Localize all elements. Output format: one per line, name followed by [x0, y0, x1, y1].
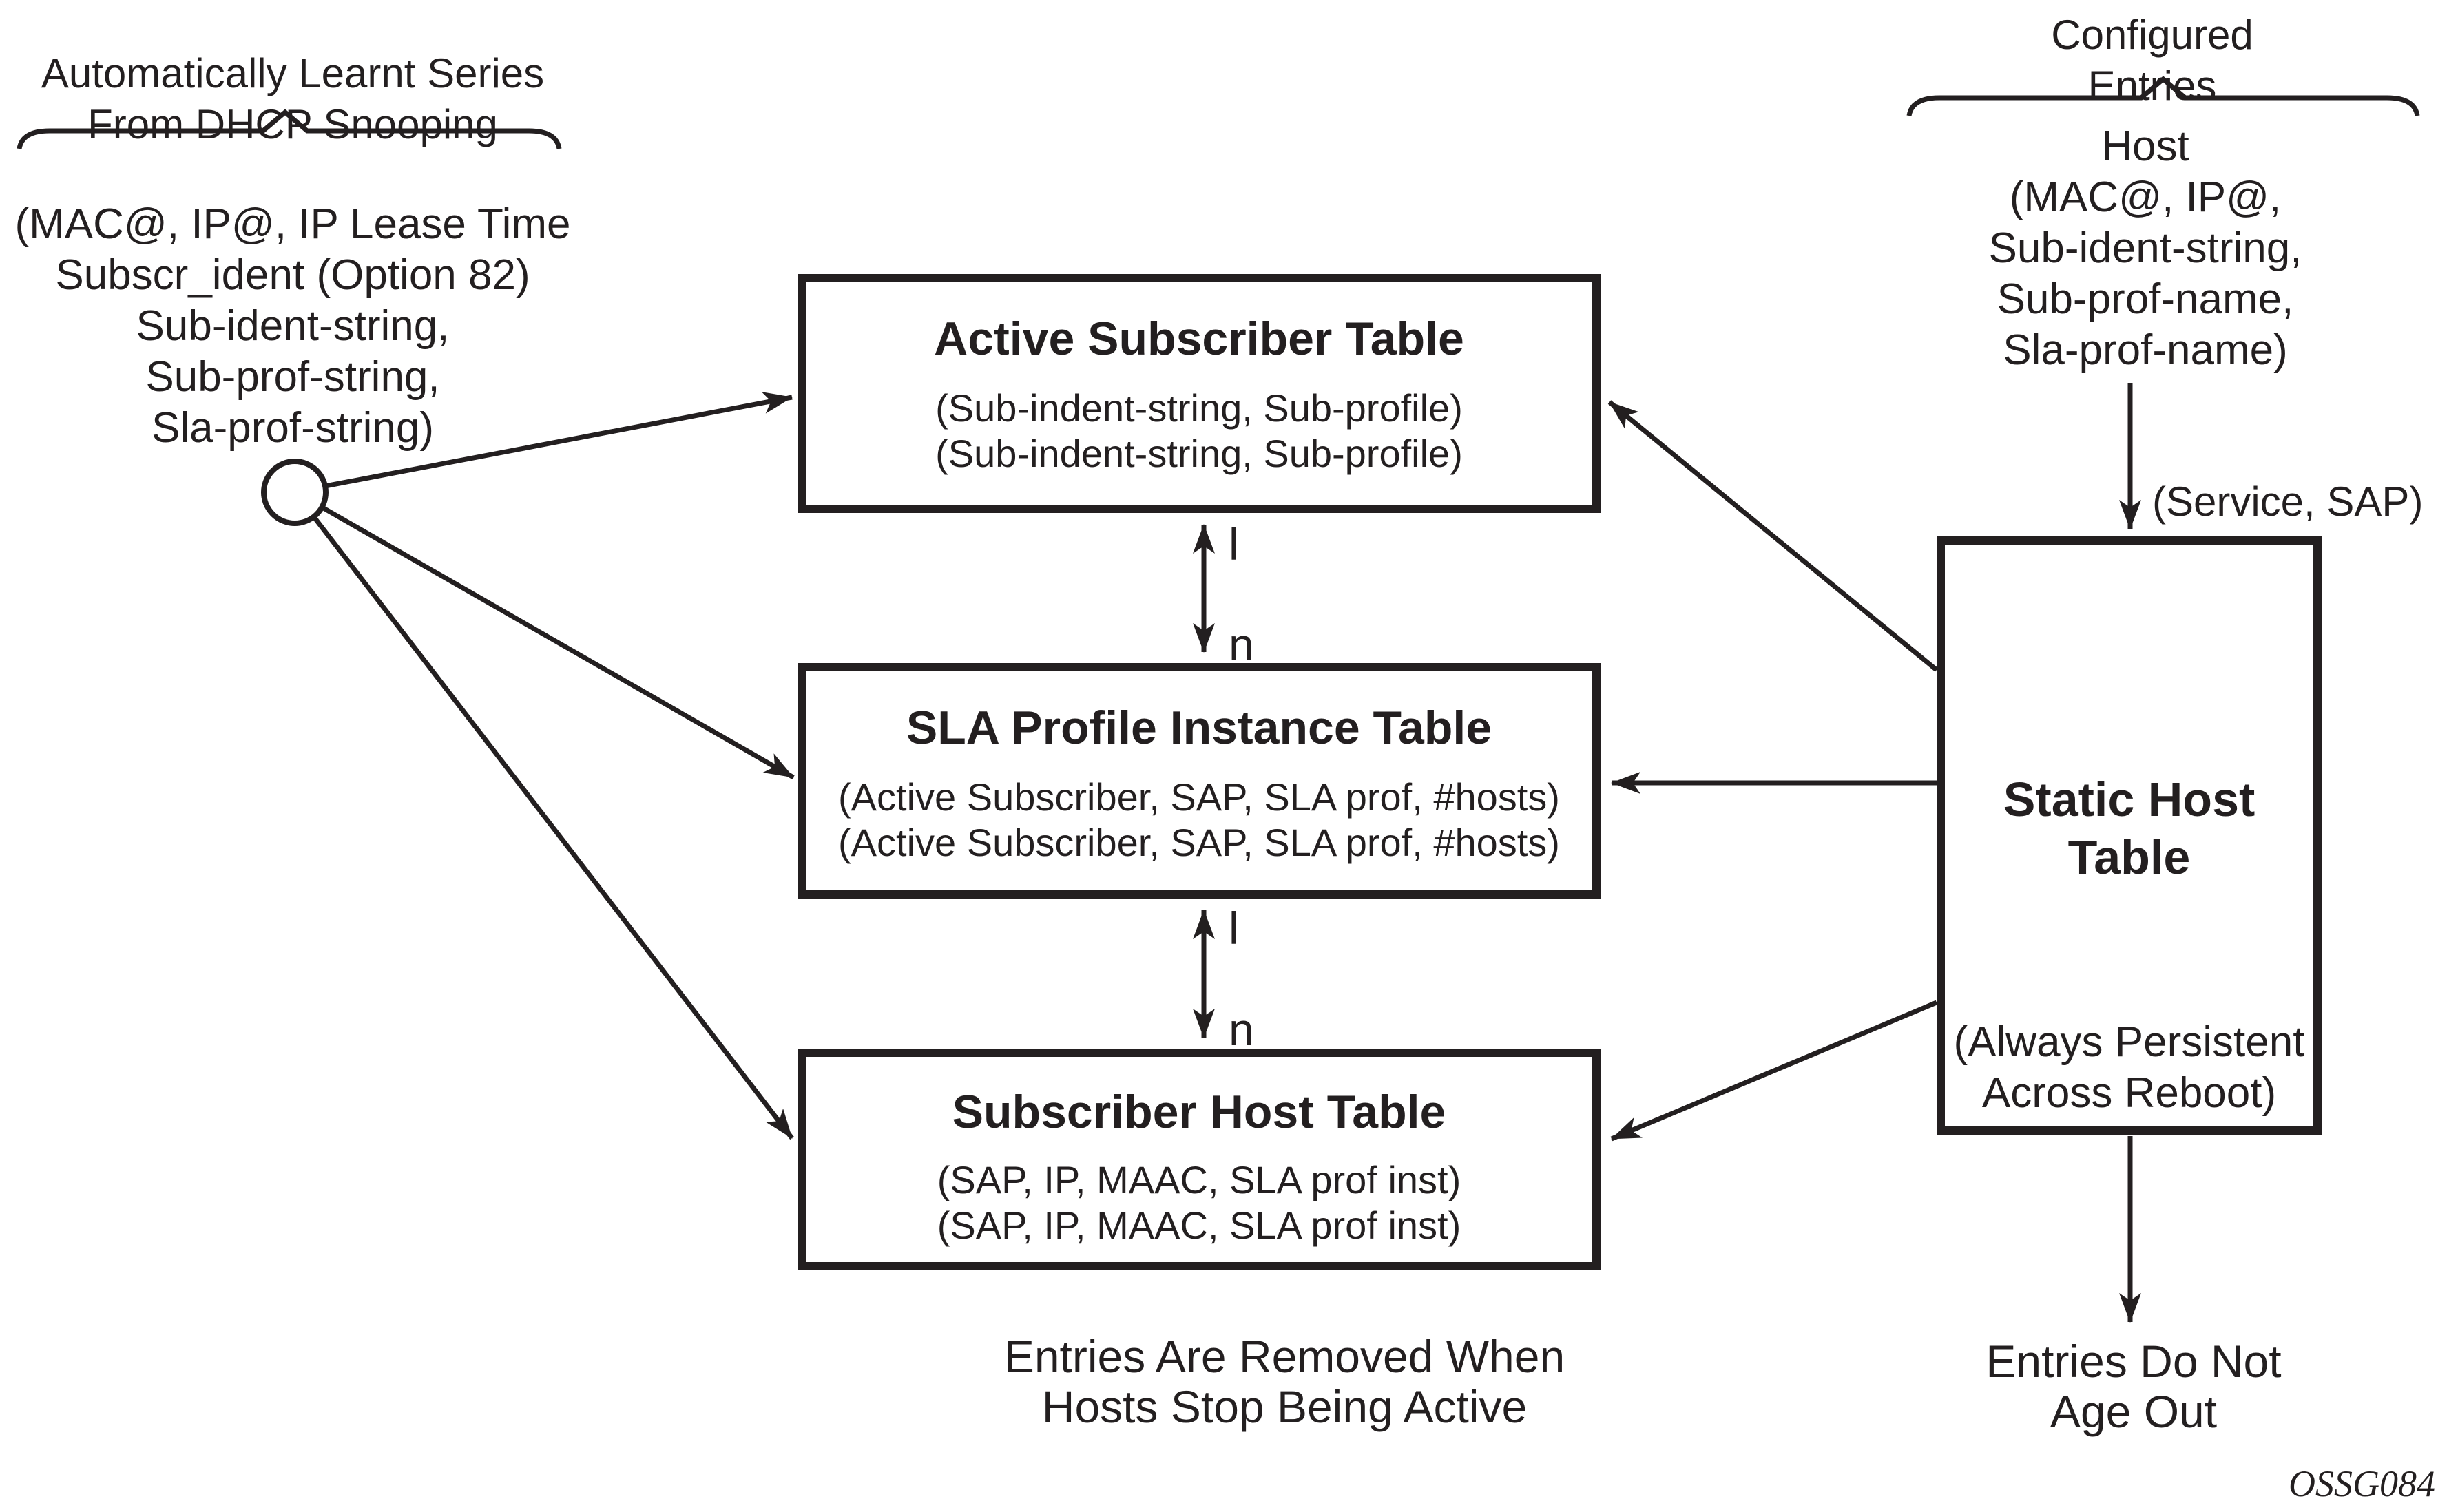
left-annotation-detail: (MAC@, IP@, IP Lease Time Subscr_ident (… — [7, 199, 579, 454]
static-table-caption: Entries Do Not Age Out — [1894, 1336, 2373, 1437]
static-table-caption-line2: Age Out — [2050, 1386, 2218, 1437]
subscriber-host-table-title: Subscriber Host Table — [952, 1086, 1446, 1138]
cardinality-one-label-bottom: l — [1229, 903, 1239, 954]
cardinality-many-label-bottom: n — [1229, 1004, 1254, 1055]
static-host-table-title-line1: Static Host — [2003, 773, 2255, 826]
static-host-table-note: (Always Persistent Across Reboot) — [1945, 1017, 2313, 1119]
dynamic-tables-caption-line2: Hosts Stop Being Active — [1041, 1381, 1528, 1432]
right-annotation-detail-line: Sub-ident-string, — [1988, 224, 2302, 272]
static-host-table-title: Static Host Table — [1945, 770, 2313, 886]
right-annotation-title-line2: Entries — [2087, 63, 2217, 109]
static-host-table-note-line1: (Always Persistent — [1953, 1018, 2305, 1066]
service-sap-label: (Service, SAP) — [2152, 479, 2424, 525]
sla-profile-instance-table-rows: (Active Subscriber, SAP, SLA prof, #host… — [806, 775, 1592, 865]
right-annotation-detail-line: Sub-prof-name, — [1997, 275, 2294, 323]
static-host-table-box: Static Host Table (Always Persistent Acr… — [1937, 536, 2322, 1135]
static-host-table-title-line2: Table — [2067, 830, 2191, 884]
static-table-caption-line1: Entries Do Not — [1986, 1336, 2282, 1387]
right-annotation-detail-line: (MAC@, IP@, — [2009, 174, 2282, 221]
left-annotation-detail-line: Sla-prof-string) — [152, 404, 434, 452]
active-subscriber-table-box: Active Subscriber Table (Sub-indent-stri… — [798, 274, 1601, 513]
cardinality-many-label-top: n — [1229, 619, 1254, 670]
table-row: (Sub-indent-string, Sub-profile) — [935, 386, 1463, 430]
arrow-static-to-active-subscriber — [1607, 400, 1939, 672]
left-annotation-title: Automatically Learnt Series From DHCP Sn… — [14, 48, 572, 150]
right-annotation-detail-line: Host — [2101, 123, 2189, 170]
active-subscriber-table-title: Active Subscriber Table — [934, 313, 1464, 365]
left-annotation-detail-line: (MAC@, IP@, IP Lease Time — [14, 200, 571, 248]
static-host-table-note-line2: Across Reboot) — [1981, 1069, 2277, 1117]
table-row: (SAP, IP, MAAC, SLA prof inst) — [937, 1158, 1461, 1201]
dynamic-tables-caption-line1: Entries Are Removed When — [1003, 1331, 1565, 1382]
dynamic-tables-caption: Entries Are Removed When Hosts Stop Bein… — [944, 1332, 1625, 1432]
table-row: (Active Subscriber, SAP, SLA prof, #host… — [838, 821, 1560, 864]
right-annotation-detail: Host (MAC@, IP@, Sub-ident-string, Sub-p… — [1901, 121, 2390, 376]
arrow-hub-to-subscriber-host — [312, 515, 794, 1140]
left-annotation-title-line2: From DHCP Snooping — [87, 101, 498, 147]
right-annotation-detail-line: Sla-prof-name) — [2003, 326, 2288, 374]
sla-profile-instance-table-box: SLA Profile Instance Table (Active Subsc… — [798, 663, 1601, 899]
table-row: (Active Subscriber, SAP, SLA prof, #host… — [838, 775, 1560, 819]
cardinality-one-label-top: l — [1229, 518, 1239, 569]
left-annotation-detail-line: Sub-prof-string, — [145, 353, 440, 401]
left-annotation-detail-line: Subscr_ident (Option 82) — [55, 251, 530, 299]
right-annotation-title-line1: Configured — [2051, 12, 2253, 58]
figure-id: OSSG084 — [2289, 1463, 2435, 1504]
subscriber-host-table-rows: (SAP, IP, MAAC, SLA prof inst) (SAP, IP,… — [806, 1157, 1592, 1248]
sla-profile-instance-table-title: SLA Profile Instance Table — [906, 702, 1492, 754]
left-annotation-detail-line: Sub-ident-string, — [136, 302, 450, 350]
dhcp-hub-circle — [261, 459, 329, 526]
left-annotation-title-line1: Automatically Learnt Series — [41, 50, 545, 96]
arrow-hub-to-sla-profile — [321, 505, 795, 780]
arrow-static-to-subscriber-host — [1610, 1000, 1938, 1142]
table-row: (Sub-indent-string, Sub-profile) — [935, 432, 1463, 475]
active-subscriber-table-rows: (Sub-indent-string, Sub-profile) (Sub-in… — [806, 386, 1592, 476]
table-row: (SAP, IP, MAAC, SLA prof inst) — [937, 1204, 1461, 1247]
subscriber-host-table-box: Subscriber Host Table (SAP, IP, MAAC, SL… — [798, 1049, 1601, 1270]
right-annotation-title: Configured Entries — [1901, 10, 2404, 112]
